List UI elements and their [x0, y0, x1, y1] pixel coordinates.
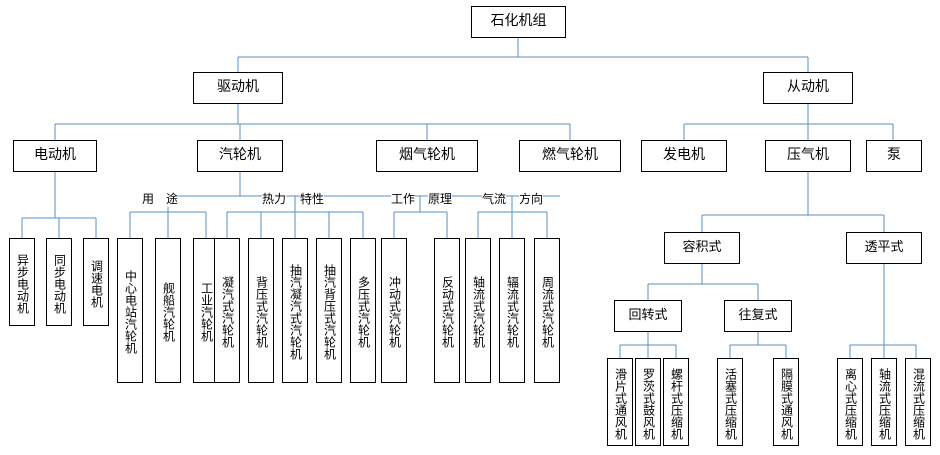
leaf-axial-compressor: 轴流式压缩机: [871, 358, 897, 446]
leaf-reaction-turbine: 反动式汽轮机: [434, 238, 460, 383]
node-flue-gas-turbine: 烟气轮机: [376, 140, 478, 172]
leaf-roots-blower: 罗茨式鼓风机: [635, 358, 661, 446]
leaf-impulse-turbine: 冲动式汽轮机: [381, 238, 407, 383]
node-driven: 从动机: [763, 72, 853, 104]
node-root: 石化机组: [471, 6, 566, 38]
label-principle: 原理: [428, 190, 453, 207]
label-direction: 方向: [519, 190, 544, 207]
node-gas-turbine: 燃气轮机: [519, 140, 621, 172]
leaf-condensing-turbine: 凝汽式汽轮机: [214, 238, 240, 383]
node-rotary: 回转式: [614, 300, 682, 332]
leaf-piston-compressor: 活塞式压缩机: [717, 358, 743, 446]
leaf-async-motor: 异步电动机: [9, 238, 35, 326]
label-airflow: 气流: [482, 190, 507, 207]
label-working: 工作: [391, 190, 416, 207]
node-motor: 电动机: [13, 140, 97, 172]
node-positive-displacement: 容积式: [664, 232, 740, 264]
leaf-multi-pressure-turbine: 多压式汽轮机: [350, 238, 376, 383]
leaf-radial-flow-turbine: 辐流式汽轮机: [499, 238, 525, 383]
label-characteristic: 特性: [300, 190, 325, 207]
label-usage: 用 途: [142, 190, 179, 207]
leaf-back-pressure-turbine: 背压式汽轮机: [248, 238, 274, 383]
leaf-sliding-vane-fan: 滑片式通风机: [607, 358, 633, 446]
leaf-speed-motor: 调速电机: [83, 238, 109, 326]
leaf-screw-compressor: 螺杆式压缩机: [663, 358, 689, 446]
leaf-extraction-back-pressure-turbine: 抽汽背压式汽轮机: [316, 238, 342, 383]
leaf-diaphragm-fan: 隔膜式通风机: [773, 358, 799, 446]
leaf-centrifugal-compressor: 离心式压缩机: [837, 358, 863, 446]
leaf-industrial-turbine: 工业汽轮机: [193, 238, 219, 383]
leaf-sync-motor: 同步电动机: [46, 238, 72, 326]
leaf-axial-flow-turbine: 轴流式汽轮机: [465, 238, 491, 383]
node-compressor: 压气机: [765, 140, 851, 172]
leaf-extraction-condensing-turbine: 抽汽凝汽式汽轮机: [282, 238, 308, 383]
leaf-central-station-turbine: 中心电站汽轮机: [117, 238, 143, 383]
node-generator: 发电机: [641, 140, 727, 172]
node-driver: 驱动机: [193, 72, 283, 104]
leaf-mixed-flow-compressor: 混流式压缩机: [905, 358, 931, 446]
node-pump: 泵: [866, 140, 922, 172]
node-reciprocating: 往复式: [724, 300, 792, 332]
node-steam-turbine: 汽轮机: [197, 140, 283, 172]
leaf-circumferential-flow-turbine: 周流式汽轮机: [534, 238, 560, 383]
label-thermal: 热力: [262, 190, 287, 207]
node-turbo: 透平式: [846, 232, 922, 264]
leaf-marine-turbine: 舰船汽轮机: [155, 238, 181, 383]
